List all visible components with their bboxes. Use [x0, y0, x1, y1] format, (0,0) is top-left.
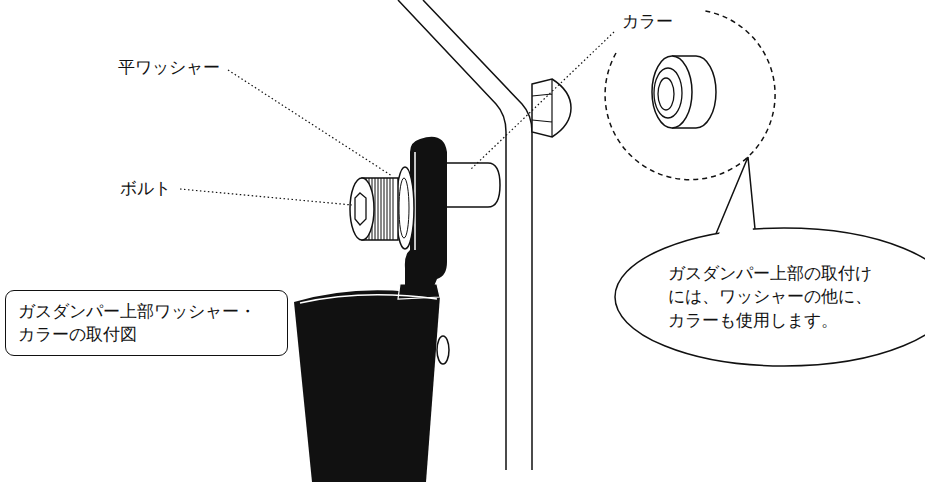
- caption-box: ガスダンパー上部ワッシャー・ カラーの取付図: [5, 290, 288, 356]
- collar: [440, 163, 500, 207]
- damper-boss: [437, 336, 449, 364]
- collar-hole: [658, 78, 674, 110]
- detail-circle: [605, 11, 775, 180]
- bubble-tail-fill: [718, 157, 753, 237]
- damper-cap-edge: [300, 295, 437, 303]
- collar-face: [652, 56, 692, 128]
- collar-step: [654, 68, 682, 118]
- damper-body: [294, 290, 440, 482]
- bolt-socket: [355, 193, 366, 225]
- caption-text: ガスダンパー上部ワッシャー・ カラーの取付図: [18, 300, 273, 347]
- bubble-tail: [716, 157, 755, 234]
- bolt-face: [350, 178, 374, 240]
- washer-ring: [399, 178, 409, 238]
- part-label: ボルト: [120, 177, 171, 199]
- leader-line: [180, 189, 352, 205]
- leader-line: [470, 32, 614, 170]
- leader-line: [228, 70, 392, 176]
- callout-text: ガスダンパー上部の取付け には、ワッシャーの他に、 カラーも使用します。: [668, 262, 900, 332]
- nut: [532, 79, 571, 137]
- nut-edge: [532, 79, 552, 137]
- bubble-ellipse: [615, 228, 925, 366]
- part-label: カラー: [622, 10, 673, 32]
- callout-bubble: ガスダンパー上部の取付け には、ワッシャーの他に、 カラーも使用します。: [613, 226, 925, 368]
- part-label: 平ワッシャー: [118, 56, 220, 78]
